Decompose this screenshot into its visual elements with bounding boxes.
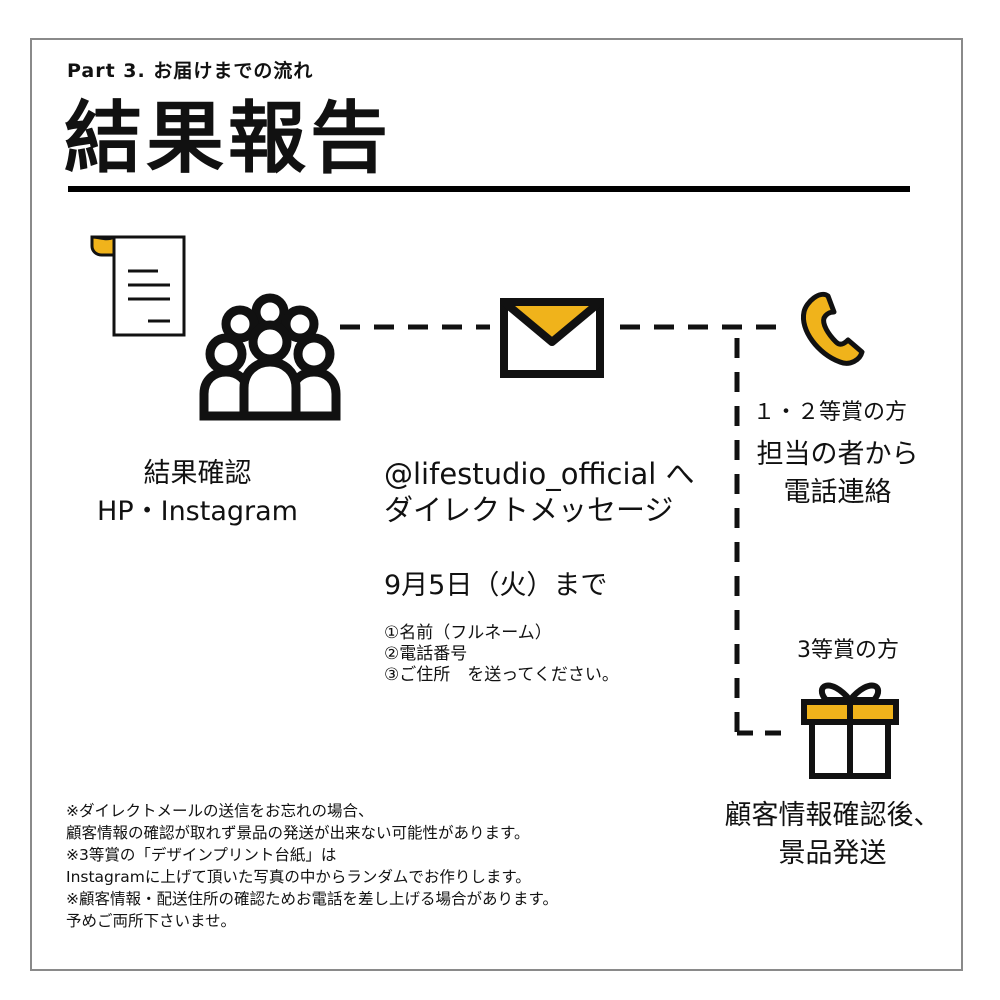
note-line: Instagramに上げて頂いた写真の中からランダムでお作りします。 bbox=[66, 868, 531, 886]
required-item: ②電話番号 bbox=[384, 644, 468, 664]
content-frame bbox=[30, 38, 963, 971]
document-icon bbox=[90, 235, 186, 337]
notes-block: ※ダイレクトメールの送信をお忘れの場合、 顧客情報の確認が取れず景品の発送が出来… bbox=[66, 800, 666, 932]
required-item: ①名前（フルネーム） bbox=[384, 623, 552, 643]
prize12-action: 担当の者から 電話連絡 bbox=[745, 436, 930, 512]
prize3-action-line1: 顧客情報確認後、 bbox=[724, 800, 941, 831]
note-line: 顧客情報の確認が取れず景品の発送が出来ない可能性があります。 bbox=[66, 824, 530, 842]
note-line: 予めご両所下さいませ。 bbox=[66, 912, 237, 930]
step1-line2: HP・Instagram bbox=[97, 496, 298, 527]
prize12-action-line2: 電話連絡 bbox=[783, 477, 892, 508]
dm-handle: @lifestudio_official へ bbox=[384, 457, 695, 491]
note-line: ※ダイレクトメールの送信をお忘れの場合、 bbox=[66, 802, 374, 820]
prize3-label: 3等賞の方 bbox=[797, 638, 899, 663]
step2-caption: @lifestudio_official へ ダイレクトメッセージ bbox=[384, 456, 729, 528]
envelope-icon bbox=[500, 298, 604, 378]
page-title: 結果報告 bbox=[64, 94, 393, 184]
note-line: ※3等賞の「デザインプリント台紙」は bbox=[66, 846, 337, 864]
prize3-action-line2: 景品発送 bbox=[778, 838, 887, 869]
note-line: ※顧客情報・配送住所の確認ためお電話を差し上げる場合があります。 bbox=[66, 890, 558, 908]
prize12-label: １・２等賞の方 bbox=[753, 400, 908, 425]
phone-icon bbox=[800, 292, 865, 366]
deadline-text: 9月5日（火）まで bbox=[384, 570, 608, 601]
title-divider bbox=[68, 186, 910, 192]
required-item: ③ご住所 を送ってください。 bbox=[384, 665, 619, 685]
gift-box-icon bbox=[801, 682, 899, 779]
section-subtitle: Part 3. お届けまでの流れ bbox=[67, 60, 314, 82]
step1-line1: 結果確認 bbox=[143, 458, 252, 489]
step1-caption: 結果確認 HP・Instagram bbox=[85, 455, 310, 531]
people-group-icon bbox=[199, 293, 341, 421]
prize12-action-line1: 担当の者から bbox=[756, 439, 919, 470]
required-items-list: ①名前（フルネーム） ②電話番号 ③ご住所 を送ってください。 bbox=[384, 623, 619, 686]
prize3-action: 顧客情報確認後、 景品発送 bbox=[720, 797, 945, 873]
dm-instruction: ダイレクトメッセージ bbox=[384, 493, 674, 527]
